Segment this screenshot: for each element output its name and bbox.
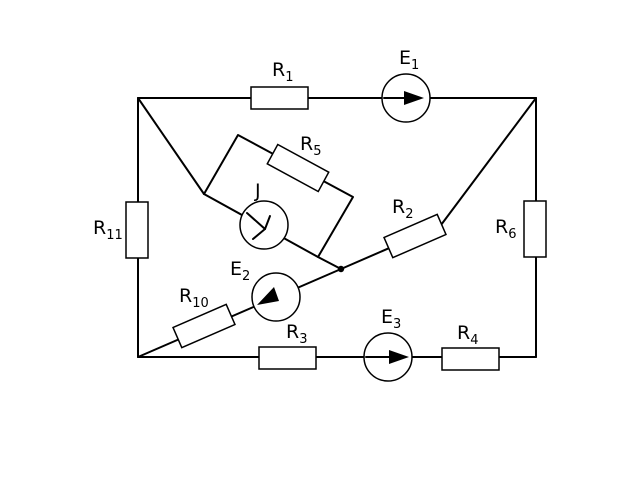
wire-top-right-to-r2 xyxy=(440,97,537,226)
source-e3 xyxy=(363,332,413,382)
resistor-r6 xyxy=(523,200,547,258)
resistor-r10 xyxy=(172,303,236,349)
label-e1: E1 xyxy=(399,47,419,73)
resistor-r1 xyxy=(250,86,309,110)
wire-top-left-to-r5-branch xyxy=(137,97,205,195)
wires xyxy=(137,97,537,358)
label-r10: R10 xyxy=(179,285,209,311)
label-r2: R2 xyxy=(392,196,413,222)
e2-arrow-head xyxy=(257,287,279,305)
label-e3: E3 xyxy=(381,306,401,332)
resistor-r5 xyxy=(266,143,330,193)
e1-arrow-head xyxy=(404,91,424,105)
label-j: J xyxy=(254,180,261,202)
label-r11: R11 xyxy=(93,217,123,243)
label-r3: R3 xyxy=(286,321,307,347)
j-arrow-right xyxy=(264,215,271,230)
label-r6: R6 xyxy=(495,216,516,242)
j-arrow-left xyxy=(252,228,266,240)
label-r4: R4 xyxy=(457,322,478,348)
resistor-r11 xyxy=(125,201,149,259)
wire-r5-branch xyxy=(203,134,354,270)
e3-arrow-head xyxy=(389,350,409,364)
resistor-r4 xyxy=(441,347,500,371)
source-e2 xyxy=(251,272,301,322)
label-r5: R5 xyxy=(300,133,321,159)
source-j xyxy=(239,200,289,250)
source-e1 xyxy=(381,73,431,123)
junction-node xyxy=(337,265,345,273)
label-e2: E2 xyxy=(230,258,250,284)
j-arrow-shaft xyxy=(246,212,266,230)
resistor-r3 xyxy=(258,346,317,370)
label-r1: R1 xyxy=(272,59,293,85)
resistor-r2 xyxy=(383,213,447,259)
wire-diagonal-bottom-left-to-node xyxy=(137,268,342,358)
